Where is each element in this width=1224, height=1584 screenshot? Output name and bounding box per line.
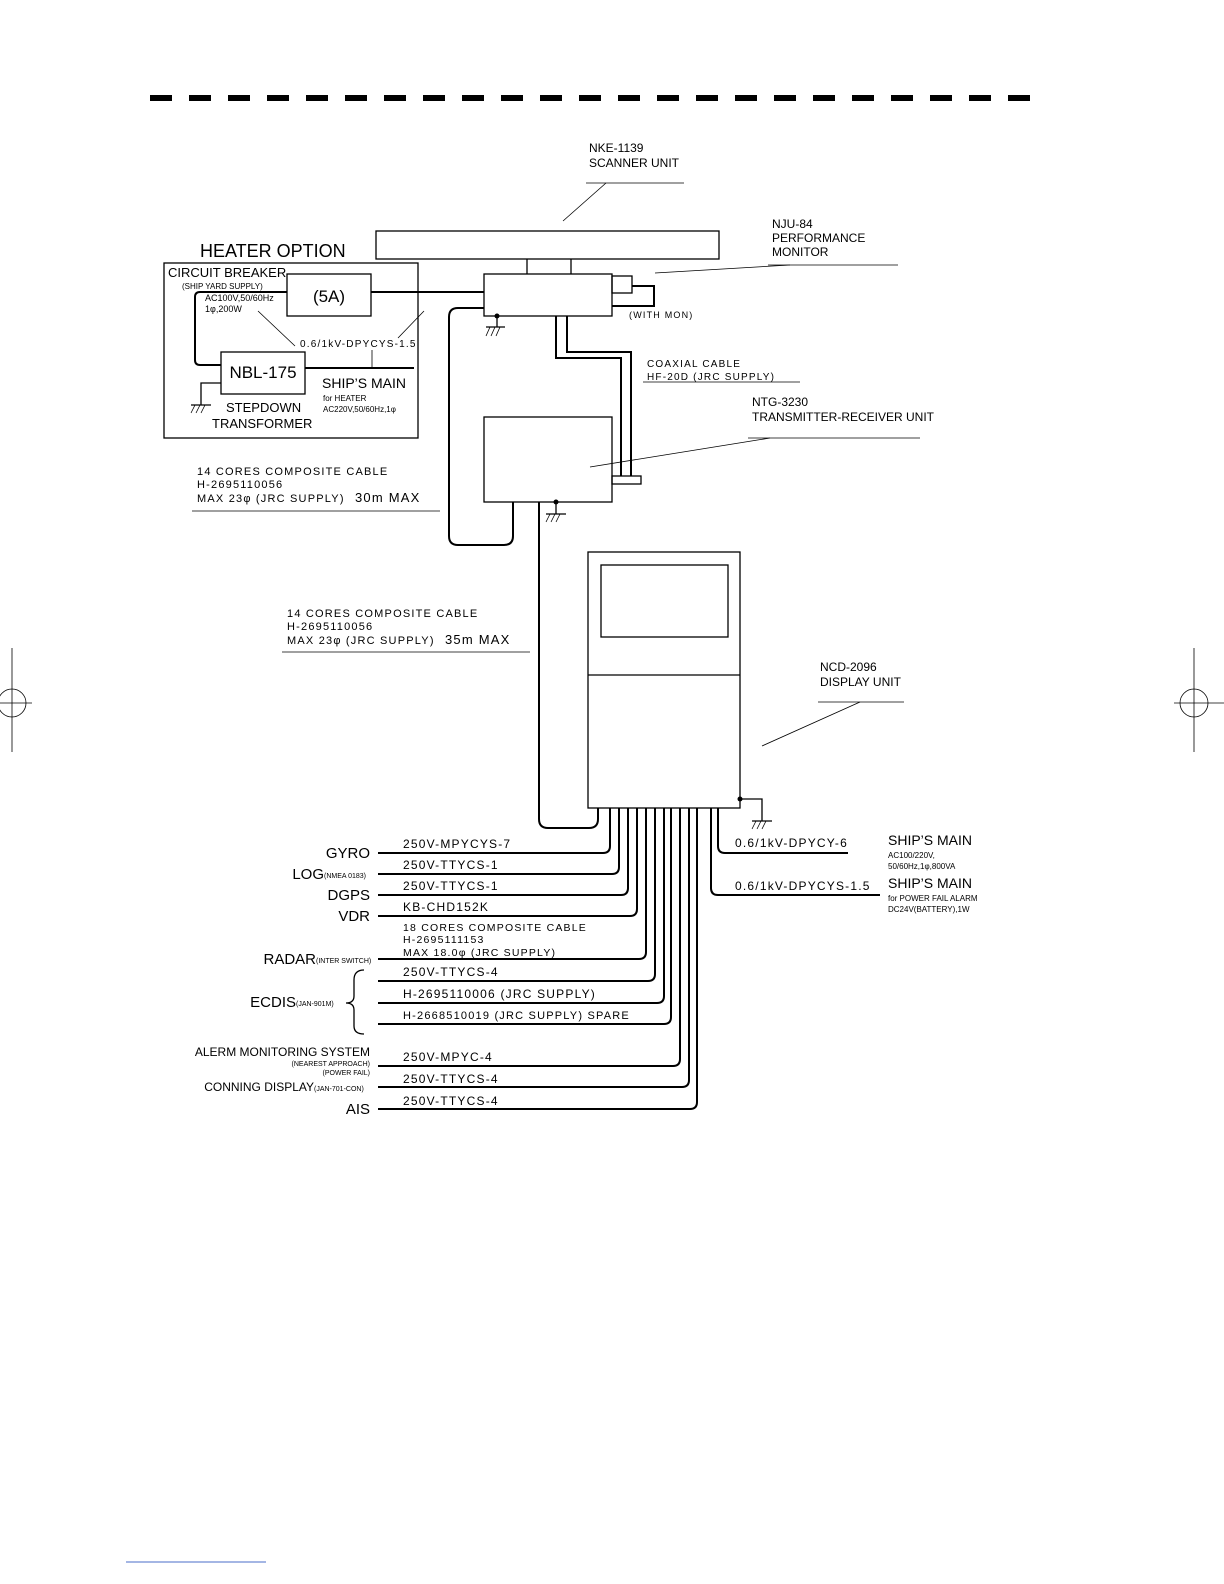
pedestal-box	[483, 273, 613, 317]
display-screen	[600, 564, 729, 638]
monitor-line1: PERFORMANCE	[772, 231, 865, 245]
for-heater: for HEATER	[323, 394, 367, 403]
radar-note: (INTER SWITCH)	[316, 958, 371, 965]
transceiver-name: TRANSMITTER-RECEIVER UNIT	[752, 410, 935, 424]
alarm-note-2: (POWER FAIL)	[323, 1070, 370, 1077]
transformer-model: NBL-175	[229, 363, 296, 382]
main-power-cable-2: 0.6/1kV-DPYCYS-1.5	[735, 879, 871, 893]
breaker-note: (SHIP YARD SUPPLY)	[182, 282, 263, 291]
ecdis-brace	[345, 969, 365, 1035]
power-spec: 1φ,200W	[205, 304, 242, 314]
ships-main-1-spec-b: 50/60Hz,1φ,800VA	[888, 862, 956, 871]
conning-cable: 250V-TTYCS-4	[403, 1072, 499, 1086]
radar-cable-3: MAX 18.0φ (JRC SUPPLY)	[403, 947, 556, 959]
lower-cable-line3: MAX 23φ (JRC SUPPLY)	[287, 635, 435, 647]
alarm-cable: 250V-MPYC-4	[403, 1050, 493, 1064]
heater-ships-main: SHIP’S MAIN	[322, 375, 406, 391]
ac-spec: AC100V,50/60Hz	[205, 293, 274, 303]
ships-main-1: SHIP’S MAIN	[888, 832, 972, 848]
transceiver-model: NTG-3230	[752, 395, 808, 409]
lower-cable-length: 35m MAX	[445, 632, 510, 647]
main-power-cable-1: 0.6/1kV-DPYCY-6	[735, 836, 848, 850]
dgps-cable: 250V-TTYCS-1	[403, 879, 499, 893]
display-unit-box	[587, 551, 741, 809]
left-connection-lines	[378, 808, 698, 1110]
scanner-name: SCANNER UNIT	[589, 156, 680, 170]
upper-cable-line2: H-2695110056	[197, 479, 283, 491]
coax-line1: COAXIAL CABLE	[647, 359, 741, 370]
circuit-breaker-label: CIRCUIT BREAKER	[168, 265, 286, 280]
transceiver-unit-box	[483, 416, 613, 503]
conning-note: (JAN-701-CON)	[314, 1086, 364, 1093]
ecdis-cable-2: H-2695110006 (JRC SUPPLY)	[403, 987, 596, 1001]
gyro-label: GYRO	[326, 845, 370, 862]
upper-cable-line1: 14 CORES COMPOSITE CABLE	[197, 466, 388, 478]
monitor-line2: MONITOR	[772, 245, 829, 259]
coax-line2: HF-20D (JRC SUPPLY)	[647, 372, 775, 383]
log-label: LOG	[292, 866, 324, 883]
vdr-cable: KB-CHD152K	[403, 900, 489, 914]
log-cable: 250V-TTYCS-1	[403, 858, 499, 872]
conning-label: CONNING DISPLAY	[204, 1080, 314, 1094]
upper-cable-line3: MAX 23φ (JRC SUPPLY)	[197, 493, 345, 505]
ais-label: AIS	[346, 1101, 370, 1118]
lower-cable-line2: H-2695110056	[287, 621, 373, 633]
fuse-label: (5A)	[313, 287, 345, 306]
ecdis-label: ECDIS	[250, 994, 296, 1011]
ships-main-2-spec-b: DC24V(BATTERY),1W	[888, 905, 970, 914]
registration-mark-right	[1174, 648, 1224, 752]
transformer-box	[220, 351, 306, 395]
ais-cable: 250V-TTYCS-4	[403, 1094, 499, 1108]
stepdown-label-2: TRANSFORMER	[212, 416, 312, 431]
ships-main-1-spec-a: AC100/220V,	[888, 851, 935, 860]
log-note: (NMEA 0183)	[324, 873, 366, 880]
display-model: NCD-2096	[820, 660, 877, 674]
upper-cable-length: 30m MAX	[355, 490, 420, 505]
scanner-model: NKE-1139	[589, 141, 644, 155]
ecdis-cable-3: H-2668510019 (JRC SUPPLY) SPARE	[403, 1010, 630, 1022]
radar-label: RADAR	[263, 951, 316, 968]
gyro-cable: 250V-MPYCYS-7	[403, 837, 511, 851]
heater-title: HEATER OPTION	[200, 241, 346, 261]
stepdown-label-1: STEPDOWN	[226, 400, 301, 415]
ecdis-cable-1: 250V-TTYCS-4	[403, 965, 499, 979]
vdr-label: VDR	[338, 908, 370, 925]
breaker-box	[286, 273, 372, 317]
heater-cable-label: 0.6/1kV-DPYCYS-1.5	[300, 339, 417, 350]
ships-main-2: SHIP’S MAIN	[888, 875, 972, 891]
monitor-model: NJU-84	[772, 217, 813, 231]
with-mon-label: (WITH MON)	[629, 310, 693, 320]
heater-option-box	[163, 262, 419, 439]
lower-cable-line1: 14 CORES COMPOSITE CABLE	[287, 608, 478, 620]
coax-connector	[611, 475, 642, 485]
alarm-label: ALERM MONITORING SYSTEM	[195, 1045, 370, 1059]
scanner-unit-box	[375, 230, 720, 260]
radar-cable-2: H-2695111153	[403, 934, 485, 946]
dgps-label: DGPS	[327, 887, 370, 904]
registration-mark-left	[0, 648, 32, 752]
ships-main-2-spec-a: for POWER FAIL ALARM	[888, 894, 978, 903]
radar-cable-1: 18 CORES COMPOSITE CABLE	[403, 922, 587, 934]
performance-monitor-box	[611, 275, 633, 294]
alarm-note-1: (NEAREST APPROACH)	[292, 1061, 370, 1068]
display-name: DISPLAY UNIT	[820, 675, 902, 689]
heater-ac-spec: AC220V,50/60Hz,1φ	[323, 405, 396, 414]
ecdis-note: (JAN-901M)	[296, 1001, 334, 1008]
